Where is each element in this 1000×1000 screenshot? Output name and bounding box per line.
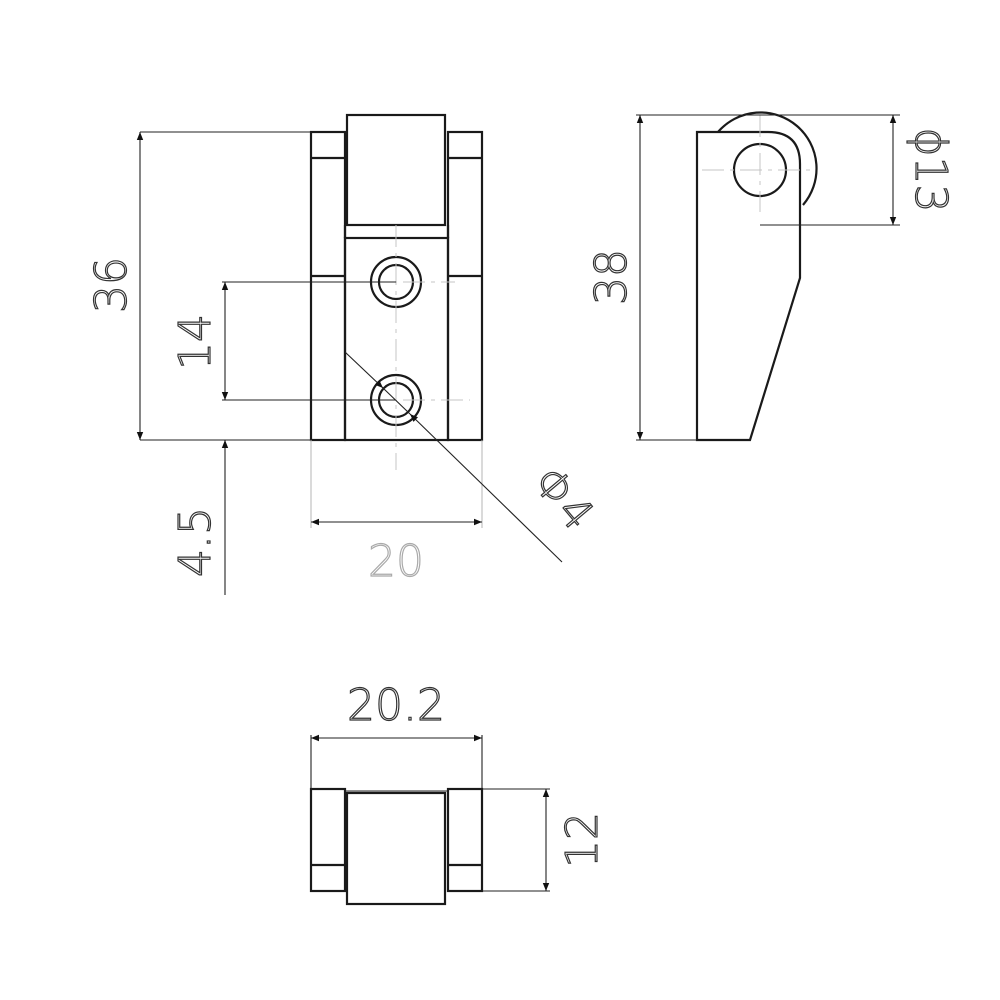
dim-depth-12: 12 <box>557 812 608 868</box>
right-lug <box>446 130 484 442</box>
dim-width-20: 20 <box>368 536 424 587</box>
dim-hole-diameter-4: Φ4 <box>522 457 603 540</box>
knuckle-block <box>345 113 447 227</box>
top-view <box>309 787 484 906</box>
dim-width-20-2: 20.2 <box>347 680 445 731</box>
front-view <box>309 113 484 470</box>
dim-hole-spacing-14: 14 <box>170 314 221 370</box>
dim-offset-4-5: 4.5 <box>170 507 221 577</box>
leaf-profile <box>695 130 802 442</box>
dim-height-36: 36 <box>86 257 137 313</box>
top-dimensions: 20.2 12 <box>310 679 609 892</box>
side-dimensions: 38 ϕ13 <box>585 114 957 441</box>
knuckle-outline <box>717 111 818 206</box>
left-lug <box>309 787 347 893</box>
dim-knuckle-diameter-13: ϕ13 <box>905 127 956 212</box>
right-lug <box>446 787 484 893</box>
knuckle-block <box>345 791 447 906</box>
dim-height-38: 38 <box>586 249 637 305</box>
left-lug <box>309 130 347 442</box>
side-view <box>695 111 818 442</box>
